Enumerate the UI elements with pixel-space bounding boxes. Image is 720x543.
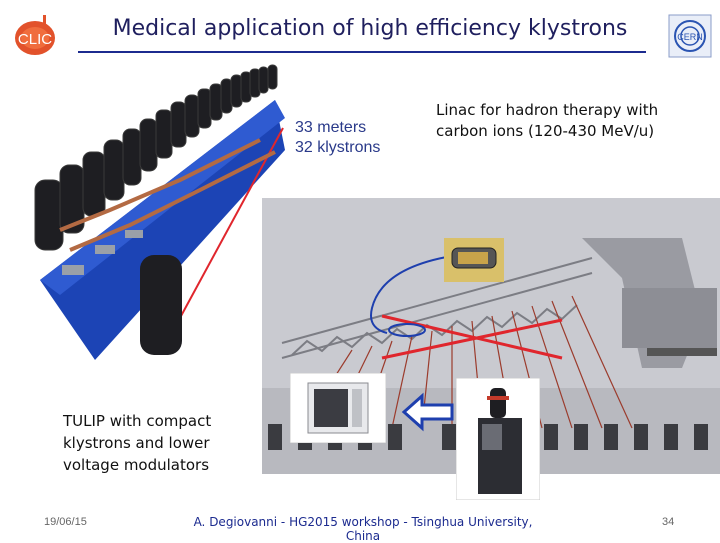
- tulip-caption-line: voltage modulators: [63, 456, 210, 474]
- title-divider: [78, 51, 646, 53]
- linac-caption-line: carbon ions (120-430 MeV/u): [436, 122, 655, 140]
- length-caption-line: 33 meters: [295, 119, 367, 136]
- cern-logo-text: CERN: [677, 32, 703, 42]
- compact-klystron-thumbnail: [455, 377, 541, 501]
- footer-credit: A. Degiovanni - HG2015 workshop - Tsingh…: [193, 515, 533, 543]
- tulip-caption: TULIP with compact klystrons and lower v…: [63, 410, 263, 476]
- modulator-thumbnail: [289, 372, 387, 444]
- length-caption-line: 32 klystrons: [295, 139, 381, 156]
- page-number: 34: [662, 516, 675, 528]
- clic-logo-text: CLIC: [18, 31, 52, 48]
- length-caption: 33 meters 32 klystrons: [295, 118, 380, 158]
- linac-caption: Linac for hadron therapy with carbon ion…: [436, 100, 676, 142]
- footer-date: 19/06/15: [44, 516, 87, 528]
- tulip-caption-line: klystrons and lower: [63, 434, 210, 452]
- tulip-caption-line: TULIP with compact: [63, 412, 212, 430]
- clic-logo: CLIC: [8, 12, 62, 58]
- cern-logo: CERN: [668, 14, 712, 58]
- klystron-array-image: [0, 60, 300, 360]
- klystron-thumbnail: [444, 238, 504, 282]
- linac-caption-line: Linac for hadron therapy with: [436, 101, 659, 119]
- slide-title: Medical application of high efficiency k…: [112, 16, 628, 41]
